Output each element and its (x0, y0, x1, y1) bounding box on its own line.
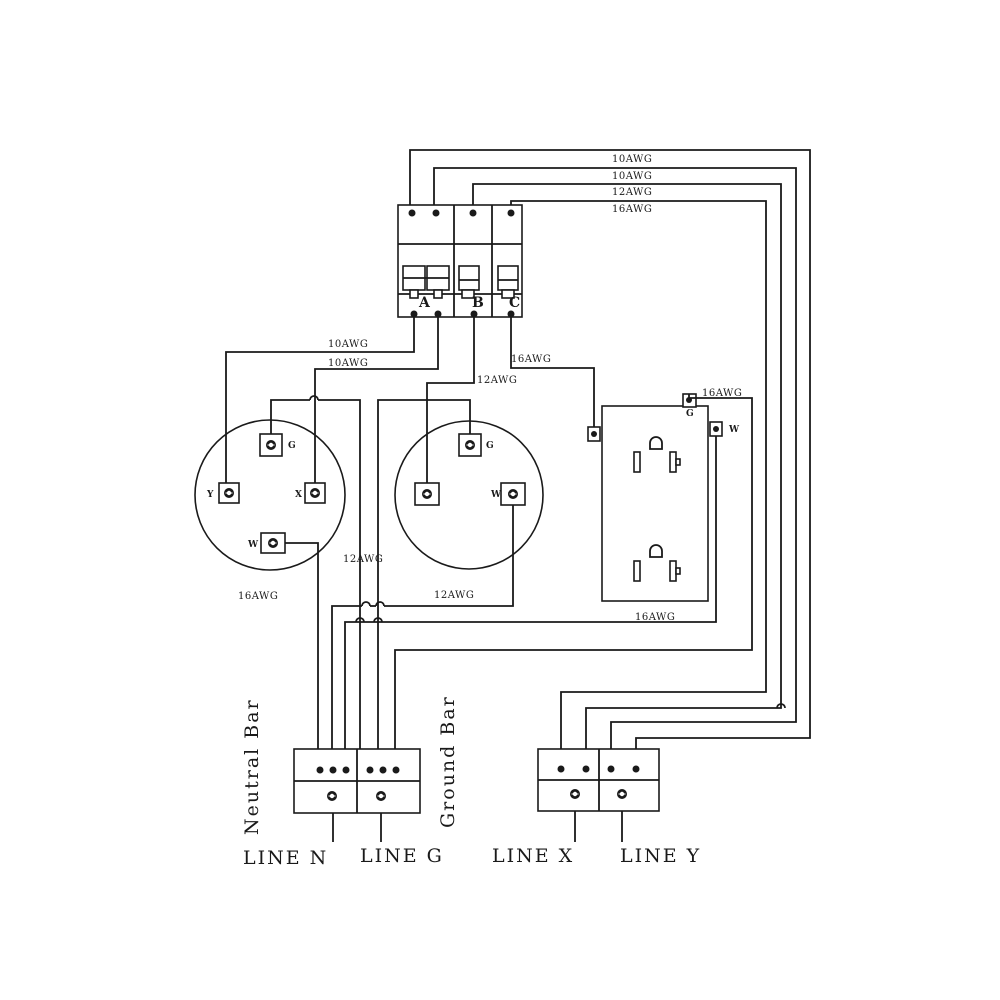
neutral-bar-label: Neutral Bar (241, 698, 263, 835)
middle-terminal-g: G (486, 441, 494, 451)
line-n-label: LINE N (243, 847, 328, 869)
wire-label-mid-rise: 12AWG (343, 554, 383, 565)
left-terminal-y: Y (206, 490, 214, 500)
left-terminal-g: G (288, 441, 296, 451)
wire-label-top4: 16AWG (612, 204, 652, 215)
wire-label-top2: 10AWG (612, 171, 652, 182)
wire-label-left-w: 16AWG (238, 591, 278, 602)
wire-label-top1: 10AWG (612, 154, 652, 165)
receptacle-left (194, 419, 346, 571)
line-x-label: LINE X (492, 845, 574, 867)
left-terminal-x: X (295, 490, 302, 500)
wire-label-top3: 12AWG (612, 187, 652, 198)
duplex-receptacle (587, 393, 723, 602)
line-y-label: LINE Y (620, 845, 701, 867)
left-terminal-w: W (247, 540, 259, 550)
middle-terminal-w: W (490, 490, 502, 500)
breaker-a-label: A (418, 295, 431, 311)
line-g-label: LINE G (360, 845, 444, 867)
receptacle-middle (394, 420, 544, 570)
breaker-panel: A B C (397, 204, 523, 318)
neutral-ground-bar (293, 748, 421, 842)
duplex-terminal-w: W (728, 425, 740, 435)
wire-label-a-right: 10AWG (328, 358, 368, 369)
wire-label-c-out: 16AWG (511, 354, 551, 365)
wire-label-mid-w: 12AWG (434, 590, 474, 601)
top-feeders (409, 149, 811, 766)
ground-bar-label: Ground Bar (437, 695, 459, 828)
breaker-b-label: B (472, 295, 484, 311)
line-xy-bar (537, 748, 660, 842)
wire-label-b-out: 12AWG (477, 375, 517, 386)
branch-wires (225, 317, 753, 766)
duplex-terminal-g: G (686, 409, 694, 419)
breaker-c-label: C (509, 295, 520, 311)
wire-label-a-left: 10AWG (328, 339, 368, 350)
wire-label-duplex-g: 16AWG (702, 388, 742, 399)
wire-label-duplex-w: 16AWG (635, 612, 675, 623)
